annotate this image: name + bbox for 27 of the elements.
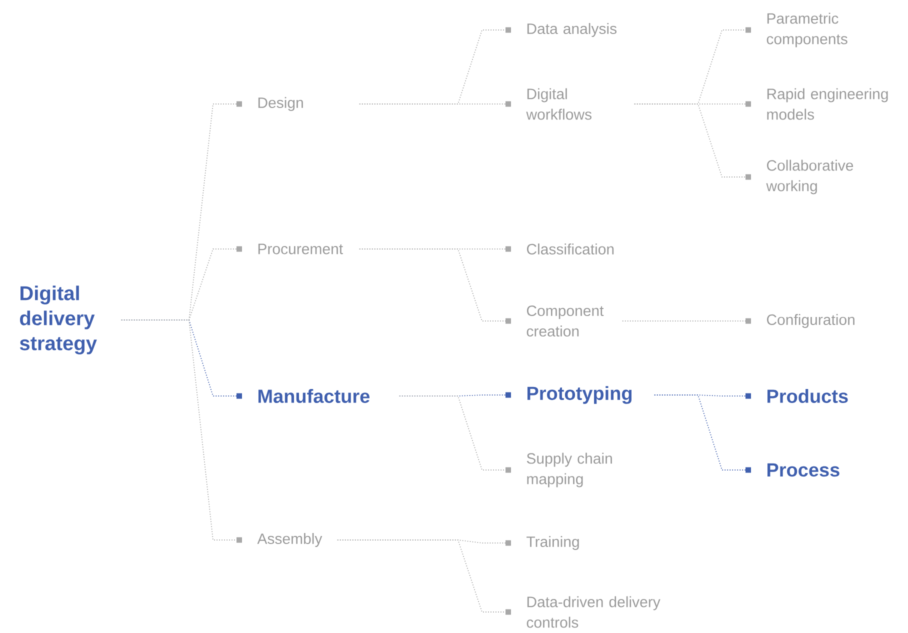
node-label: Data analysis bbox=[527, 23, 616, 37]
node-label: Data-driven delivery controls bbox=[526, 596, 660, 628]
node-label: Process bbox=[767, 463, 840, 477]
node-label: Classification bbox=[526, 244, 614, 254]
connector bbox=[358, 248, 511, 324]
node-label: Procurement bbox=[258, 244, 343, 254]
connector bbox=[622, 318, 751, 324]
node-label: Collaborative working bbox=[766, 160, 854, 194]
connector bbox=[634, 104, 751, 180]
node-label: Digital workflows bbox=[526, 88, 592, 120]
connector bbox=[336, 540, 511, 615]
connector bbox=[120, 320, 242, 543]
connector bbox=[398, 396, 511, 473]
node-label: Manufacture bbox=[258, 389, 370, 403]
node-label: Products bbox=[767, 389, 848, 403]
node-label: Assembly bbox=[257, 533, 322, 547]
connector bbox=[358, 101, 511, 107]
node-label: Digital delivery strategy bbox=[20, 286, 97, 354]
node-label: Supply chain mapping bbox=[526, 452, 612, 488]
node-label: Configuration bbox=[766, 314, 854, 328]
node-label: Design bbox=[258, 97, 303, 111]
connector bbox=[654, 394, 751, 473]
node-label: Component creation bbox=[526, 305, 604, 337]
node-label: Rapid engineering models bbox=[767, 88, 888, 120]
node-label: Training bbox=[526, 536, 579, 550]
node-label: Prototyping bbox=[527, 386, 632, 404]
node-label: Parametric components bbox=[766, 12, 848, 48]
